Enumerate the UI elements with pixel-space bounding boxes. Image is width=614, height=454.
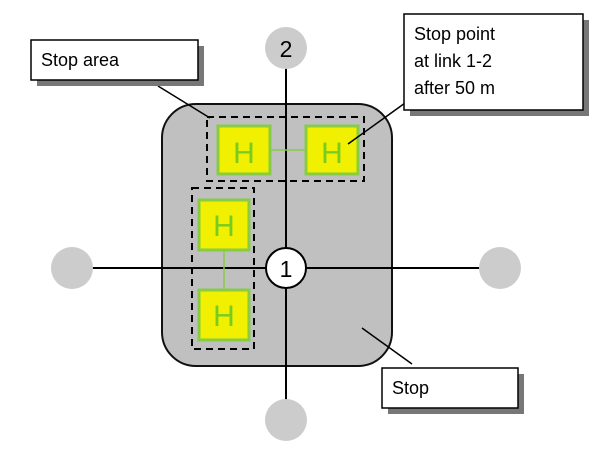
node-bottom: [265, 399, 307, 441]
node-top: [265, 27, 307, 69]
stop-point-marker-letter: H: [213, 300, 235, 333]
stop-area-box-vertical: [191, 187, 255, 350]
callout-stop-label: Stop: [392, 378, 429, 398]
callout-stop-area-label: Stop area: [41, 50, 120, 70]
node-center: [265, 247, 307, 289]
stop-point-marker-letter: H: [321, 137, 343, 170]
callout-stop-point-line-2: at link 1-2: [414, 51, 492, 71]
callout-stop-area: Stop area: [30, 39, 204, 86]
stop-point-marker-letter: H: [213, 210, 235, 243]
node-left: [51, 247, 93, 289]
callout-stop-point-line-1: Stop point: [414, 24, 495, 44]
stop-point-marker: H: [197, 288, 251, 342]
stop-point-marker: H: [197, 198, 251, 252]
leader-stop: [361, 327, 413, 365]
stop-point-marker: H: [304, 124, 360, 176]
stop-point-marker: H: [216, 124, 272, 176]
callout-stop-point-line-3: after 50 m: [414, 78, 495, 98]
callout-stop-point: Stop point at link 1-2 after 50 m: [403, 13, 589, 116]
leader-stop-area: [157, 85, 211, 119]
stop-point-marker-letter: H: [233, 137, 255, 170]
leader-stop-point: [347, 97, 413, 145]
node-top-label: 2: [280, 36, 293, 62]
stop-area-box-horizontal: [206, 116, 365, 182]
callout-stop: Stop: [381, 367, 524, 414]
node-center-label: 1: [280, 256, 293, 282]
node-right: [479, 247, 521, 289]
